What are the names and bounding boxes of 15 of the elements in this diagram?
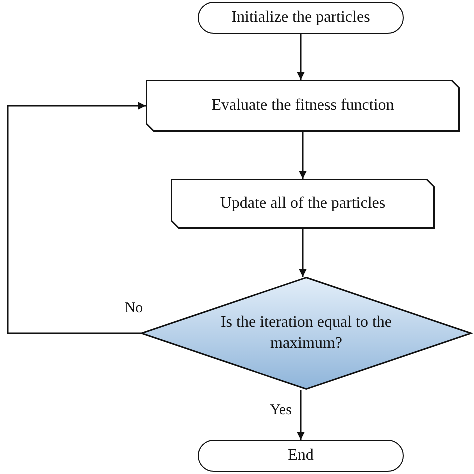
arrow [7, 102, 146, 334]
arrow [299, 132, 307, 179]
terminal-shape [198, 440, 404, 472]
terminal-shape [198, 2, 404, 34]
arrow [299, 229, 307, 277]
node-text: Update all of the particles [220, 194, 386, 214]
process-box [171, 179, 435, 229]
node-text: End [288, 446, 314, 466]
decision-diamond [141, 277, 472, 390]
node-text: Initialize the particles [232, 8, 370, 28]
node-text: Is the iteration equal to the maximum? [220, 312, 394, 354]
node-text: Evaluate the fitness function [212, 96, 394, 116]
arrow [297, 390, 305, 440]
process-box [146, 80, 460, 132]
arrow [297, 34, 305, 80]
